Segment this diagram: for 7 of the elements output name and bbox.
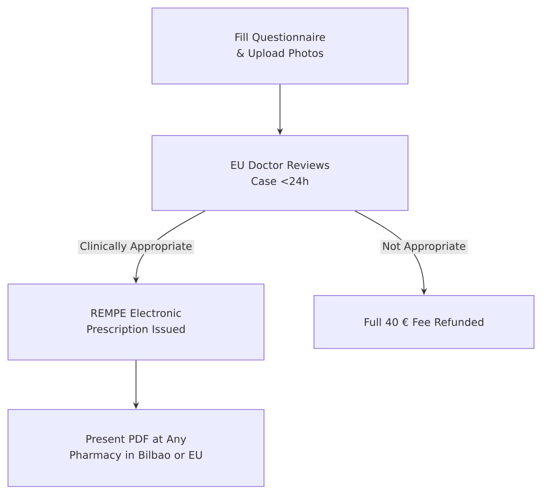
- edge-label: Clinically Appropriate: [78, 240, 194, 254]
- process-box: EU Doctor Reviews Case <24h: [152, 135, 408, 211]
- process-box: Full 40 € Fee Refunded: [314, 295, 534, 349]
- process-box: Fill Questionnaire & Upload Photos: [152, 8, 408, 84]
- process-box: REMPE Electronic Prescription Issued: [8, 284, 264, 360]
- edge-label: Not Appropriate: [380, 240, 468, 254]
- process-box: Present PDF at Any Pharmacy in Bilbao or EU: [8, 409, 264, 487]
